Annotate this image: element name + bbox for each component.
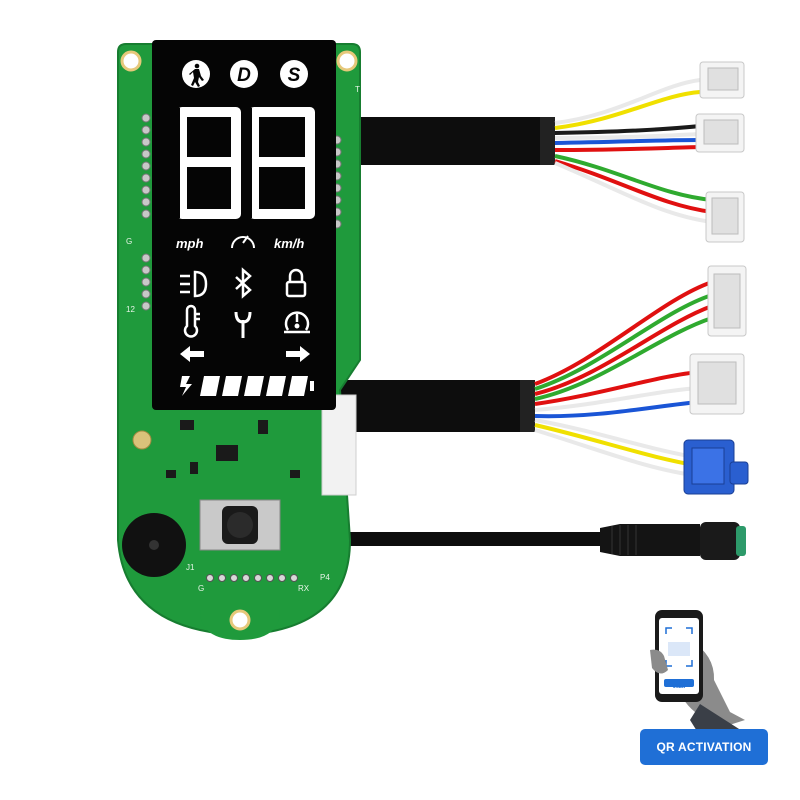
push-button bbox=[199, 499, 281, 551]
white-connector-4 bbox=[707, 265, 747, 337]
battery-indicator bbox=[180, 376, 314, 396]
silk-label-t: T bbox=[355, 85, 360, 94]
speedometer-icon bbox=[231, 235, 255, 249]
mode-d-label: D bbox=[237, 65, 251, 86]
silk-label-p4: P4 bbox=[320, 573, 330, 582]
mode-d-icon bbox=[230, 60, 258, 88]
phone-scan-button: SCAN bbox=[672, 684, 686, 689]
battery-cap bbox=[310, 381, 314, 391]
battery-segment bbox=[200, 376, 220, 396]
blue-connector bbox=[683, 439, 749, 495]
lcd-display: D S mph km/h bbox=[152, 40, 336, 410]
qr-activation-badge[interactable]: QR ACTIVATION bbox=[640, 729, 768, 765]
thermometer-icon bbox=[183, 304, 200, 338]
tire-pressure-icon bbox=[284, 311, 310, 334]
mode-s-label: S bbox=[288, 65, 301, 86]
battery-segment bbox=[266, 376, 286, 396]
bluetooth-icon bbox=[235, 267, 252, 299]
charging-bolt-icon bbox=[180, 376, 192, 396]
white-connector-2 bbox=[695, 113, 745, 153]
white-connector-5 bbox=[689, 353, 745, 415]
silk-label-g: G bbox=[126, 237, 132, 246]
lock-icon bbox=[285, 268, 307, 298]
white-connector-3 bbox=[705, 191, 745, 243]
unit-kmh: km/h bbox=[274, 236, 304, 251]
white-connector-1 bbox=[699, 61, 745, 99]
mode-s-icon bbox=[280, 60, 308, 88]
unit-mph: mph bbox=[176, 236, 204, 251]
silk-label-g2: G bbox=[198, 584, 204, 593]
buzzer bbox=[122, 513, 186, 577]
battery-segment bbox=[222, 376, 242, 396]
right-arrow-icon bbox=[286, 346, 310, 362]
headlight-icon bbox=[180, 270, 208, 298]
wrench-icon bbox=[234, 311, 252, 338]
speed-digits bbox=[177, 107, 315, 219]
battery-segment bbox=[288, 376, 308, 396]
cable-bundle-middle bbox=[330, 280, 713, 478]
cable-bundle-top bbox=[352, 78, 713, 224]
left-arrow-icon bbox=[180, 346, 204, 362]
cable-round bbox=[340, 522, 746, 560]
walking-person-glyph bbox=[189, 63, 204, 87]
silk-label-12: 12 bbox=[126, 305, 135, 314]
silk-label-j1: J1 bbox=[186, 563, 195, 572]
battery-segment bbox=[244, 376, 264, 396]
silk-label-rx: RX bbox=[298, 584, 310, 593]
